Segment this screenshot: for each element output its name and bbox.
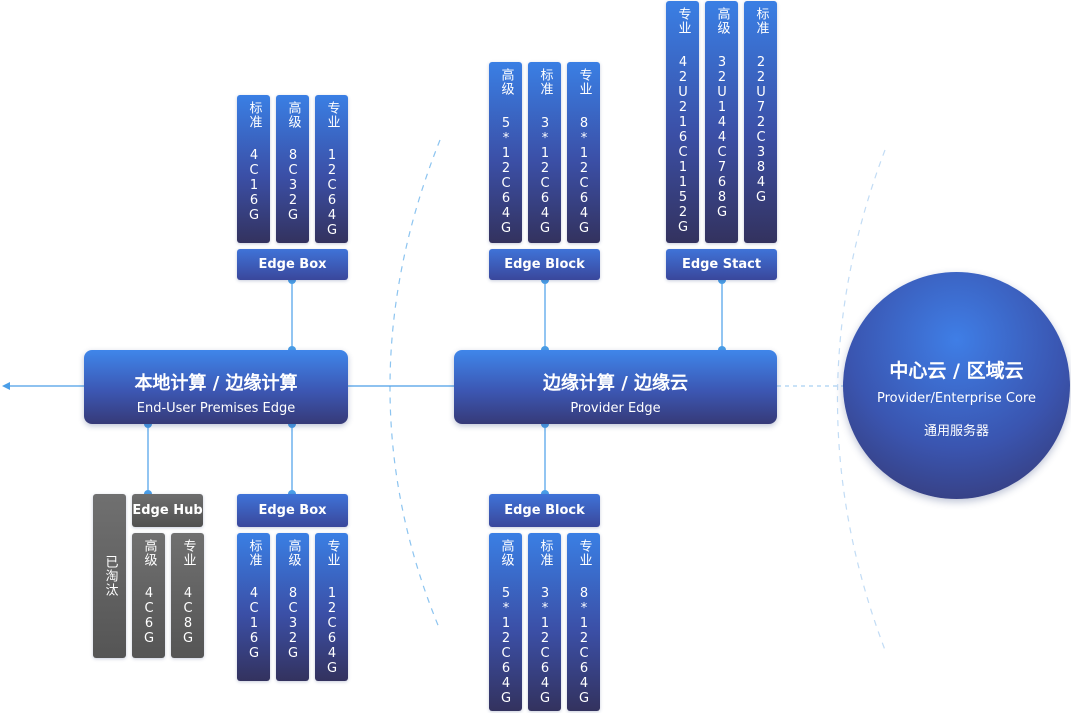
right-dashed-arc xyxy=(836,149,886,651)
tier-text: 标准 xyxy=(753,7,769,35)
edge-hub-label: Edge Hub xyxy=(132,494,203,527)
edge-box-bottom-label: Edge Box xyxy=(237,494,348,527)
spec-text: 42U216C1152G xyxy=(675,55,691,235)
edge-block-top-spec-1: 3*12C64G xyxy=(528,116,561,236)
premises-edge-node: 本地计算 / 边缘计算 End-User Premises Edge xyxy=(84,350,348,424)
spec-text: 12C64G xyxy=(324,586,340,676)
tier-text: 标准 xyxy=(537,68,553,96)
edge-box-top-tier-standard: 标准 xyxy=(237,95,270,243)
edge-stact-tier-pro: 专业 xyxy=(666,1,699,243)
tier-text: 标准 xyxy=(246,101,262,129)
tier-text: 专业 xyxy=(576,539,592,567)
spec-text: 3*12C64G xyxy=(537,586,553,706)
spec-text: 5*12C64G xyxy=(498,116,514,236)
edge-hub-tier-advanced: 高级 xyxy=(132,533,165,658)
edge-stact-label: Edge Stact xyxy=(666,249,777,280)
edge-block-top-spec-2: 8*12C64G xyxy=(567,116,600,236)
edge-stact-tier-advanced: 高级 xyxy=(705,1,738,243)
edge-box-bottom-tier-pro: 专业 xyxy=(315,533,348,681)
edge-block-bottom-spec-1: 3*12C64G xyxy=(528,586,561,706)
spec-text: 8C32G xyxy=(285,586,301,661)
edge-block-top-tier-advanced: 高级 xyxy=(489,62,522,243)
edge-block-bottom-label: Edge Block xyxy=(489,494,600,527)
edge-block-bottom-tier-advanced: 高级 xyxy=(489,533,522,711)
edge-hub-spec-1: 4C8G xyxy=(171,586,204,646)
tier-text: 专业 xyxy=(576,68,592,96)
tier-text: 标准 xyxy=(246,539,262,567)
premises-edge-subtitle: End-User Premises Edge xyxy=(136,401,296,416)
tier-text: 高级 xyxy=(141,539,157,567)
edge-box-top-label: Edge Box xyxy=(237,249,348,280)
edge-box-bottom-tier-advanced: 高级 xyxy=(276,533,309,681)
edge-block-top-tier-pro: 专业 xyxy=(567,62,600,243)
tier-text: 专业 xyxy=(675,7,691,35)
edge-hub-tier-pro: 专业 xyxy=(171,533,204,658)
tier-text: 高级 xyxy=(714,7,730,35)
edge-block-bottom-spec-0: 5*12C64G xyxy=(489,586,522,706)
spec-text: 22U72C384G xyxy=(753,55,769,205)
left-dashed-arc xyxy=(389,139,441,631)
edge-block-bottom-tier-standard: 标准 xyxy=(528,533,561,711)
provider-edge-node: 边缘计算 / 边缘云 Provider Edge xyxy=(454,350,777,424)
spec-text: 8*12C64G xyxy=(576,116,592,236)
edge-block-top-label: Edge Block xyxy=(489,249,600,280)
tier-text: 高级 xyxy=(285,101,301,129)
spec-text: 4C8G xyxy=(180,586,196,646)
provider-edge-title: 边缘计算 / 边缘云 xyxy=(542,373,689,394)
spec-text: 4C16G xyxy=(246,586,262,661)
retired-text: 已淘汰 xyxy=(102,555,118,597)
spec-text: 8*12C64G xyxy=(576,586,592,706)
edge-stact-spec-0: 42U216C1152G xyxy=(666,55,699,235)
central-cloud-node: 中心云 / 区域云 Provider/Enterprise Core 通用服务器 xyxy=(843,272,1070,499)
tier-text: 标准 xyxy=(537,539,553,567)
edge-hub-retired-column: 已淘汰 xyxy=(93,494,126,658)
provider-edge-subtitle: Provider Edge xyxy=(570,401,661,416)
spec-text: 3*12C64G xyxy=(537,116,553,236)
edge-box-top-tier-advanced: 高级 xyxy=(276,95,309,243)
edge-block-bottom-spec-2: 8*12C64G xyxy=(567,586,600,706)
central-cloud-title: 中心云 / 区域云 xyxy=(889,360,1024,382)
edge-stact-spec-2: 22U72C384G xyxy=(744,55,777,205)
edge-box-bottom-spec-2: 12C64G xyxy=(315,586,348,676)
edge-block-top-spec-0: 5*12C64G xyxy=(489,116,522,236)
spec-text: 4C6G xyxy=(141,586,157,646)
tier-text: 高级 xyxy=(285,539,301,567)
spec-text: 5*12C64G xyxy=(498,586,514,706)
left-arrow-head xyxy=(2,382,10,390)
edge-block-top-tier-standard: 标准 xyxy=(528,62,561,243)
edge-stact-spec-1: 32U144C768G xyxy=(705,55,738,220)
edge-block-bottom-tier-pro: 专业 xyxy=(567,533,600,711)
tier-text: 专业 xyxy=(180,539,196,567)
tier-text: 高级 xyxy=(498,539,514,567)
central-cloud-subtitle: Provider/Enterprise Core xyxy=(877,391,1036,406)
spec-text: 32U144C768G xyxy=(714,55,730,220)
tier-text: 高级 xyxy=(498,68,514,96)
premises-edge-title: 本地计算 / 边缘计算 xyxy=(134,373,298,394)
edge-box-top-tier-pro: 专业 xyxy=(315,95,348,243)
edge-box-bottom-spec-0: 4C16G xyxy=(237,586,270,661)
edge-box-bottom-spec-1: 8C32G xyxy=(276,586,309,661)
edge-hub-spec-0: 4C6G xyxy=(132,586,165,646)
edge-stact-tier-standard: 标准 xyxy=(744,1,777,243)
central-cloud-note: 通用服务器 xyxy=(923,424,989,439)
edge-box-bottom-tier-standard: 标准 xyxy=(237,533,270,681)
tier-text: 专业 xyxy=(324,539,340,567)
tier-text: 专业 xyxy=(324,101,340,129)
